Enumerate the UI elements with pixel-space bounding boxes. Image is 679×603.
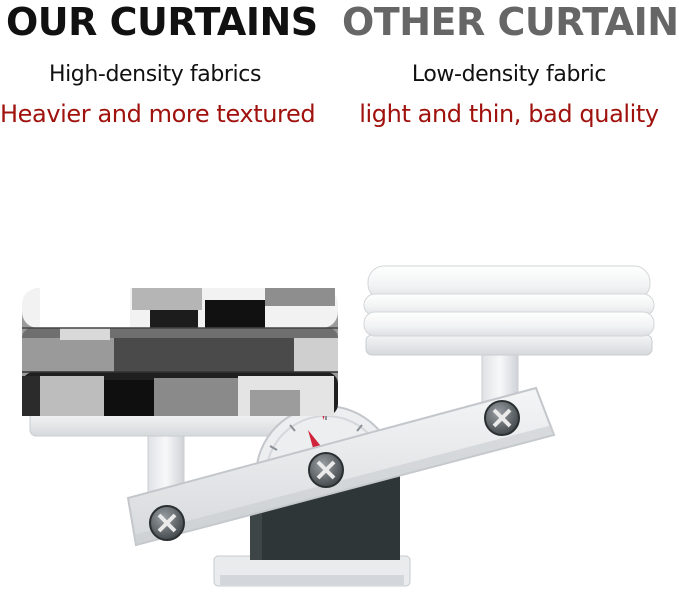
screw-center-icon	[308, 452, 344, 488]
our-fabric-caption: Heavier and more textured	[0, 100, 316, 128]
our-curtains-heading: OUR CURTAINS	[6, 0, 318, 44]
right-pan	[365, 334, 653, 426]
other-fabric-subtitle: Low-density fabric	[411, 62, 607, 87]
screw-left-icon	[149, 505, 185, 541]
other-curtain-stack	[363, 265, 655, 337]
screw-right-icon	[484, 400, 520, 436]
other-fabric-caption: light and thin, bad quality	[359, 100, 659, 128]
our-curtain-stack	[22, 288, 338, 416]
our-fabric-subtitle: High-density fabrics	[48, 62, 262, 87]
other-curtains-heading: OTHER CURTAINS	[342, 0, 679, 44]
